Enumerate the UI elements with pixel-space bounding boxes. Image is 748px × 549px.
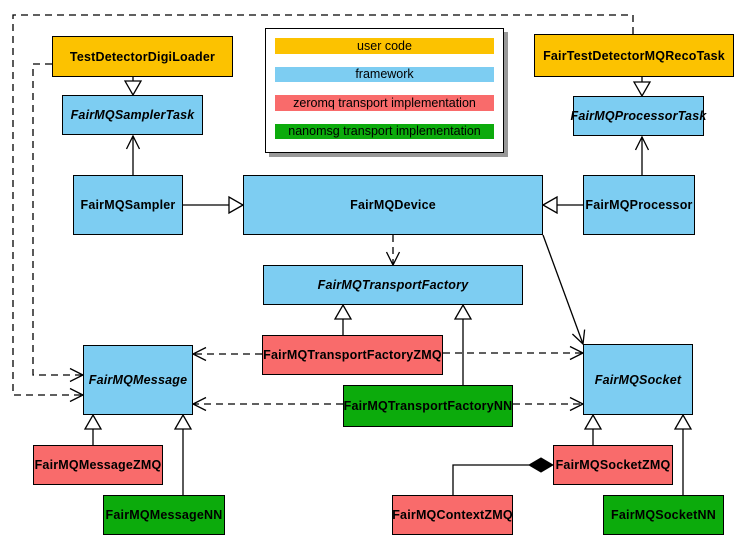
class-box-fairmq-message-nn: FairMQMessageNN [103, 495, 225, 535]
arrowhead-open-icon [191, 346, 207, 362]
edge-digiloader-depends-message [32, 63, 83, 376]
class-box-fairmq-processor-task: FairMQProcessorTask [570, 96, 706, 136]
legend-item-zeromq: zeromq transport implementation [275, 95, 494, 111]
edge-contextzmq-composed-in-socketzmq [452, 464, 529, 495]
arrowhead-hollow-triangle-icon [541, 195, 558, 215]
class-box-fairmq-message: FairMQMessage [83, 345, 193, 415]
class-box-fairmq-transport-factory-zmq: FairMQTransportFactoryZMQ [262, 335, 443, 375]
class-box-fairmq-transport-factory-nn: FairMQTransportFactoryNN [343, 385, 513, 427]
arrowhead-hollow-triangle-icon [123, 80, 143, 97]
legend-item-framework: framework [275, 66, 494, 82]
class-box-fairmq-sampler: FairMQSampler [73, 175, 183, 235]
arrowhead-open-icon [191, 396, 207, 412]
composition-diamond-icon [528, 457, 554, 473]
arrowhead-open-icon [125, 134, 141, 150]
arrowhead-hollow-triangle-icon [83, 413, 103, 430]
arrowhead-hollow-triangle-icon [173, 413, 193, 430]
arrowhead-hollow-triangle-icon [453, 303, 473, 320]
class-box-fairmq-socket-zmq: FairMQSocketZMQ [553, 445, 673, 485]
class-box-fairmq-message-zmq: FairMQMessageZMQ [33, 445, 163, 485]
edge-device-uses-socket [542, 234, 584, 345]
legend-item-user-code: user code [275, 38, 494, 54]
legend: user code framework zeromq transport imple… [265, 28, 504, 153]
class-box-fairmq-socket: FairMQSocket [583, 344, 693, 415]
class-box-fair-test-detector-mq-reco-task: FairTestDetectorMQRecoTask [534, 34, 734, 77]
arrowhead-hollow-triangle-icon [333, 303, 353, 320]
class-box-fairmq-device: FairMQDevice [243, 175, 543, 235]
class-box-fairmq-transport-factory: FairMQTransportFactory [263, 265, 523, 305]
arrowhead-open-icon [634, 135, 650, 151]
arrowhead-hollow-triangle-icon [583, 413, 603, 430]
edge-recotask-depends-message [12, 14, 634, 396]
class-box-fairmq-processor: FairMQProcessor [583, 175, 695, 235]
class-box-fairmq-sampler-task: FairMQSamplerTask [62, 95, 203, 135]
class-box-fairmq-context-zmq: FairMQContextZMQ [392, 495, 513, 535]
class-box-fairmq-socket-nn: FairMQSocketNN [603, 495, 724, 535]
legend-item-nanomsg: nanomsg transport implementation [275, 123, 494, 139]
class-box-test-detector-digi-loader: TestDetectorDigiLoader [52, 36, 233, 77]
arrowhead-hollow-triangle-icon [228, 195, 245, 215]
arrowhead-hollow-triangle-icon [673, 413, 693, 430]
arrowhead-hollow-triangle-icon [632, 81, 652, 98]
